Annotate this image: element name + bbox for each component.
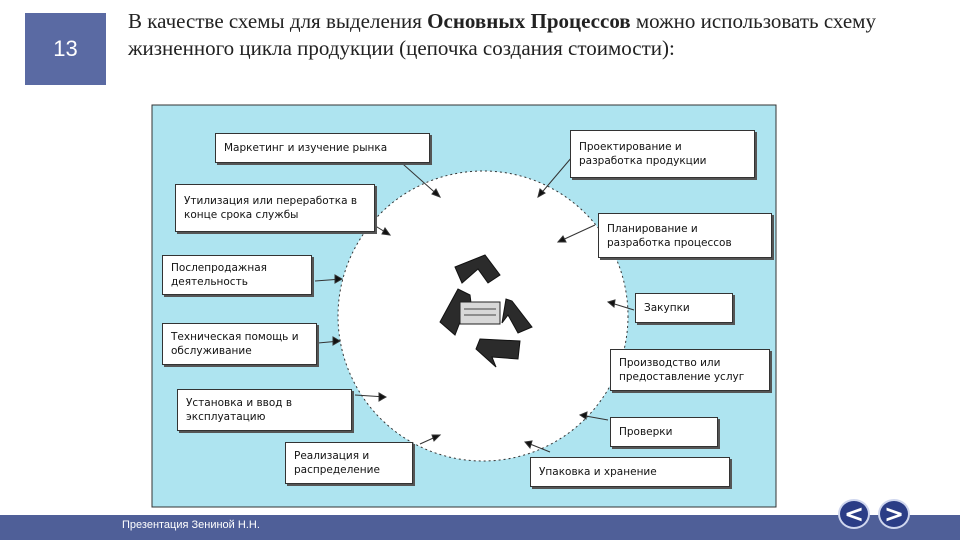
stage-production: Производство или предоставление услуг xyxy=(610,349,770,391)
stage-purchasing: Закупки xyxy=(635,293,733,323)
lifecycle-diagram: Маркетинг и изучение рынка Проектировани… xyxy=(140,97,784,515)
previous-slide-button[interactable]: < xyxy=(838,499,870,529)
box-icon xyxy=(460,302,500,324)
stage-packaging: Упаковка и хранение xyxy=(530,457,730,487)
stage-disposal: Утилизация или переработка в конце срока… xyxy=(175,184,375,232)
next-slide-button[interactable]: > xyxy=(878,499,910,529)
stage-distribution: Реализация и распределение xyxy=(285,442,413,484)
stage-marketing: Маркетинг и изучение рынка xyxy=(215,133,430,163)
stage-after-sales: Послепродажная деятельность xyxy=(162,255,312,295)
slide-number: 13 xyxy=(25,13,106,85)
stage-inspection: Проверки xyxy=(610,417,718,447)
heading-bold-text: Основных Процессов xyxy=(427,9,630,33)
footer-bar: Презентация Зениной Н.Н. xyxy=(0,515,960,540)
stage-process-planning: Планирование и разработка процессов xyxy=(598,213,772,258)
stage-technical-support: Техническая помощь и обслуживание xyxy=(162,323,317,365)
stage-product-design: Проектирование и разработка продукции xyxy=(570,130,755,178)
footer-author-text: Презентация Зениной Н.Н. xyxy=(122,519,260,531)
heading-text-start: В качестве схемы для выделения xyxy=(128,9,427,33)
slide-heading: В качестве схемы для выделения Основных … xyxy=(128,8,908,62)
stage-installation: Установка и ввод в эксплуатацию xyxy=(177,389,352,431)
